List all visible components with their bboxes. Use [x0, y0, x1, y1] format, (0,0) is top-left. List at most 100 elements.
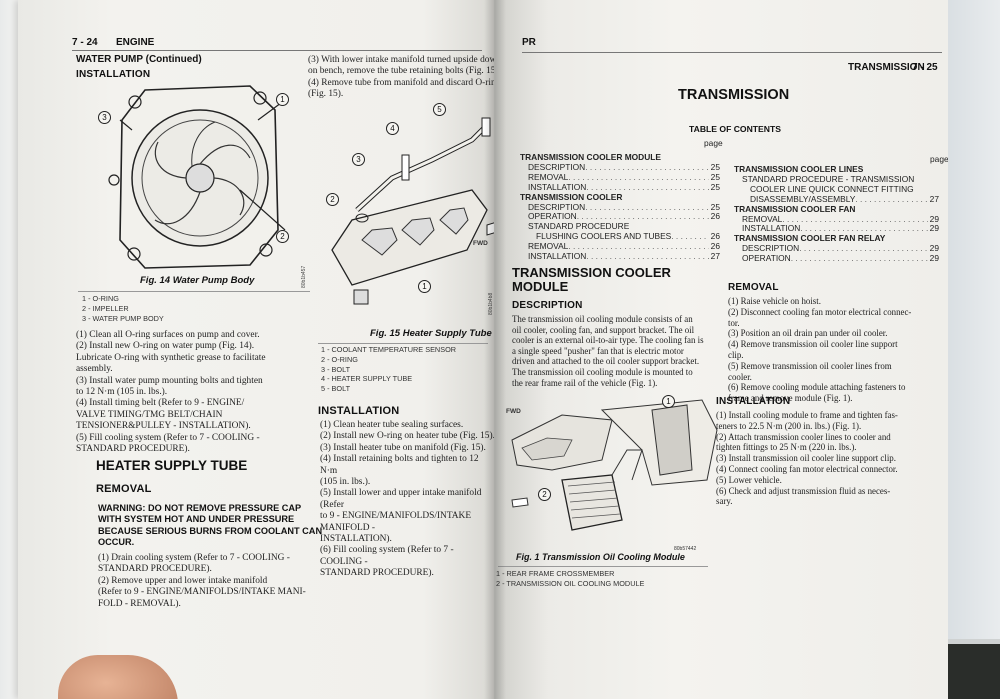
cooler-module-title-line-1: TRANSMISSION COOLER — [512, 265, 671, 280]
transmission-title: TRANSMISSION — [678, 87, 790, 103]
callout-2: 2 — [276, 230, 289, 243]
left-page-number: 7 - 24 — [72, 37, 98, 48]
toc-entry-label: COOLER LINE QUICK CONNECT FITTING — [750, 183, 914, 194]
fig15-caption: Fig. 15 Heater Supply Tube — [370, 328, 492, 339]
heater-tube-installation-steps: (1) Clean heater tube sealing surfaces. … — [320, 420, 494, 579]
heater-supply-tube-figure — [331, 117, 494, 305]
fig14-legend-2: 2 - IMPELLER — [82, 303, 129, 313]
toc-entry-page: 27 — [710, 251, 720, 262]
fig15-legend-4: 4 - HEATER SUPPLY TUBE — [321, 374, 413, 384]
fig1-caption: Fig. 1 Transmission Oil Cooling Module — [516, 552, 685, 562]
fig14-legend-1: 1 - O-RING — [82, 294, 119, 303]
toc-entry: DESCRIPTION25 — [520, 161, 720, 173]
fig1-legend-1: 1 - REAR FRAME CROSSMEMBER — [496, 569, 615, 578]
callout-1-fig1: 1 — [662, 395, 675, 408]
toc-entry-label: INSTALLATION — [528, 181, 587, 192]
toc-entry: DISASSEMBLY/ASSEMBLY27 — [734, 193, 939, 205]
toc-entry-label: TRANSMISSION COOLER FAN RELAY — [734, 233, 886, 244]
right-chapter-header: TRANSMISSION — [848, 62, 925, 73]
toc-entry: TRANSMISSION COOLER FAN RELAY — [734, 233, 939, 244]
toc-entry-page: 25 — [710, 171, 720, 182]
toc-entry: TRANSMISSION COOLER — [520, 191, 720, 203]
toc-entry-label: TRANSMISSION COOLER MODULE — [520, 152, 661, 162]
toc-entry-page: 27 — [929, 193, 939, 204]
toc-entry-label: FLUSHING COOLERS AND TUBES — [536, 231, 672, 242]
heater-tube-installation-heading: INSTALLATION — [318, 405, 400, 417]
fwd-label-fig15: FWD — [473, 240, 488, 247]
water-pump-installation-steps: (1) Clean all O-ring surfaces on pump an… — [76, 330, 266, 455]
callout-2-fig15: 2 — [326, 193, 339, 206]
fig15-legend-5: 5 - BOLT — [321, 384, 351, 394]
toc-entry: DESCRIPTION 29 — [734, 243, 939, 254]
toc-entry: FLUSHING COOLERS AND TUBES 26 — [520, 231, 720, 242]
toc-entry: OPERATION 29 — [734, 253, 939, 264]
callout-3-fig15: 3 — [352, 153, 365, 166]
toc-entry-page: 26 — [710, 231, 720, 242]
right-page-number: 7 - 25 — [912, 62, 938, 73]
fig1-legend: 1 - REAR FRAME CROSSMEMBER 2 - TRANSMISS… — [496, 569, 644, 589]
toc-leader-dots — [586, 252, 708, 262]
right-section-code: PR — [522, 37, 536, 48]
toc-entry: STANDARD PROCEDURE - TRANSMISSION — [734, 174, 939, 185]
water-pump-installation-heading: INSTALLATION — [76, 69, 151, 80]
toc-entry-page: 29 — [929, 253, 939, 264]
fig15-legend: 1 - COOLANT TEMPERATURE SENSOR 2 - O-RIN… — [321, 345, 456, 394]
toc-entry-label: OPERATION — [742, 253, 791, 264]
callout-4: 4 — [386, 122, 399, 135]
fig1-code: 80b57442 — [674, 546, 697, 552]
module-description-heading: DESCRIPTION — [512, 300, 583, 311]
fig15-legend-3: 3 - BOLT — [321, 364, 351, 374]
fig14-legend: 1 - O-RING 2 - IMPELLER 3 - WATER PUMP B… — [82, 294, 164, 323]
fig15-rule — [318, 343, 488, 344]
toc-entry-page: 29 — [929, 243, 939, 254]
module-installation-steps: (1) Install cooling module to frame and … — [716, 410, 898, 507]
toc-entry-page: 25 — [710, 201, 720, 212]
callout-1: 1 — [276, 93, 289, 106]
fig15-legend-2: 2 - O-RING — [321, 354, 358, 364]
toc-entry-label: OPERATION — [528, 211, 577, 222]
heater-tube-removal-steps: (1) Drain cooling system (Refer to 7 - C… — [98, 553, 306, 609]
toc-entry: REMOVAL25 — [520, 171, 720, 183]
toc-entry: TRANSMISSION COOLER LINES — [734, 164, 939, 175]
toc-leader-dots — [799, 244, 927, 254]
module-installation-heading: INSTALLATION — [716, 396, 791, 407]
toc-entry-label: TRANSMISSION COOLER — [520, 191, 623, 202]
heater-supply-tube-title: HEATER SUPPLY TUBE — [96, 458, 248, 473]
toc-entry: OPERATION 26 — [520, 212, 720, 222]
toc-entry-label: TRANSMISSION COOLER LINES — [734, 164, 864, 174]
toc-entry-page: 26 — [710, 241, 720, 252]
toc-entry-label: DESCRIPTION — [742, 243, 800, 254]
callout-2-fig1: 2 — [538, 488, 551, 501]
toc-entry-page: 26 — [710, 211, 720, 222]
toc-entry-label: REMOVAL — [742, 213, 783, 224]
fig14-legend-3: 3 - WATER PUMP BODY — [82, 313, 164, 323]
callout-3: 3 — [98, 111, 111, 124]
toc-leader-dots — [585, 163, 708, 173]
toc-leader-dots — [568, 173, 708, 183]
right-page: PR TRANSMISSION 7 - 25 TRANSMISSION TABL… — [494, 0, 948, 699]
toc-leader-dots — [568, 242, 708, 252]
toc-entry-page: 25 — [710, 161, 720, 172]
toc-entry: STANDARD PROCEDURE — [520, 221, 720, 232]
toc-entry-label: INSTALLATION — [528, 251, 587, 262]
heater-tube-warning: WARNING: DO NOT REMOVE PRESSURE CAP WITH… — [98, 503, 323, 548]
toc-entry: REMOVAL26 — [520, 241, 720, 252]
fwd-label-fig1: FWD — [506, 408, 521, 415]
fig1-legend-2: 2 - TRANSMISSION OIL COOLING MODULE — [496, 578, 645, 588]
background-wall-right — [940, 0, 1000, 699]
module-description: The transmission oil cooling module cons… — [512, 314, 704, 388]
toc-entry: TRANSMISSION COOLER FAN — [734, 204, 939, 215]
toc-entry: INSTALLATION 27 — [520, 251, 720, 262]
toc-page-label-right: page — [930, 154, 948, 164]
water-pump-continued-title: WATER PUMP (Continued) — [76, 54, 202, 65]
toc-entry: TRANSMISSION COOLER MODULE — [520, 152, 720, 163]
heater-tube-removal-heading: REMOVAL — [96, 483, 152, 495]
fig14-caption: Fig. 14 Water Pump Body — [140, 275, 255, 286]
fig14-code: 80b1b457 — [301, 265, 307, 288]
callout-1-fig15: 1 — [418, 280, 431, 293]
toc-entry-label: INSTALLATION — [742, 223, 801, 234]
toc-leader-dots — [782, 215, 927, 225]
toc-entry-page: 29 — [929, 223, 939, 234]
toc-leader-dots — [671, 232, 708, 242]
